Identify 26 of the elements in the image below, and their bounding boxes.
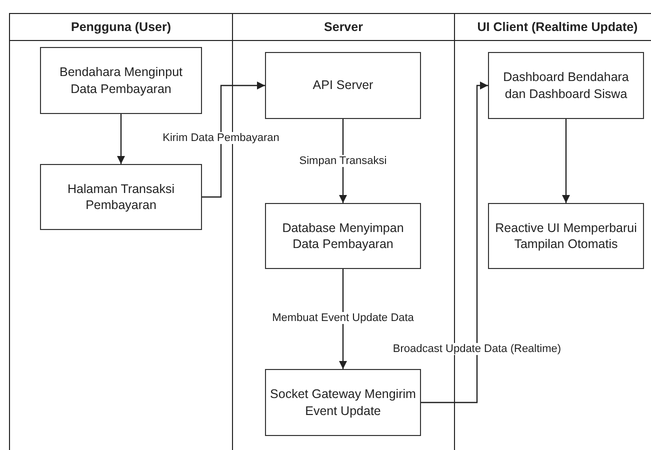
edge-label: Broadcast Update Data (Realtime) — [392, 343, 562, 355]
edge-label: Kirim Data Pembayaran — [162, 132, 280, 144]
process-text: Reactive UI Memperbarui Tampilan Otomatis — [494, 220, 638, 252]
process-box — [265, 369, 421, 436]
arrow — [339, 269, 347, 369]
arrow — [421, 82, 488, 404]
arrow — [117, 114, 125, 164]
process-text: Bendahara Menginput Data Pembayaran — [58, 64, 184, 97]
process-box — [265, 203, 421, 269]
lane-title: Server — [324, 20, 363, 34]
lane-title: Pengguna (User) — [70, 20, 171, 34]
process-text: Socket Gateway Mengirim Event Update — [270, 386, 416, 419]
arrow — [562, 119, 570, 203]
process-box — [265, 52, 421, 119]
edge-label: Membuat Event Update Data — [271, 312, 415, 324]
process-box — [488, 203, 644, 269]
process-box — [40, 164, 202, 230]
edge-label: Simpan Transaksi — [298, 155, 388, 167]
process-box — [40, 47, 202, 114]
process-text: Halaman Transaksi Pembayaran — [66, 180, 176, 214]
lane-title: UI Client (Realtime Update) — [477, 20, 638, 34]
process-text: Database Menyimpan Data Pembayaran — [281, 220, 405, 252]
process-text: Dashboard Bendahara dan Dashboard Siswa — [502, 69, 630, 102]
arrow — [202, 82, 265, 198]
process-box — [488, 52, 644, 119]
process-text: API Server — [312, 77, 374, 94]
